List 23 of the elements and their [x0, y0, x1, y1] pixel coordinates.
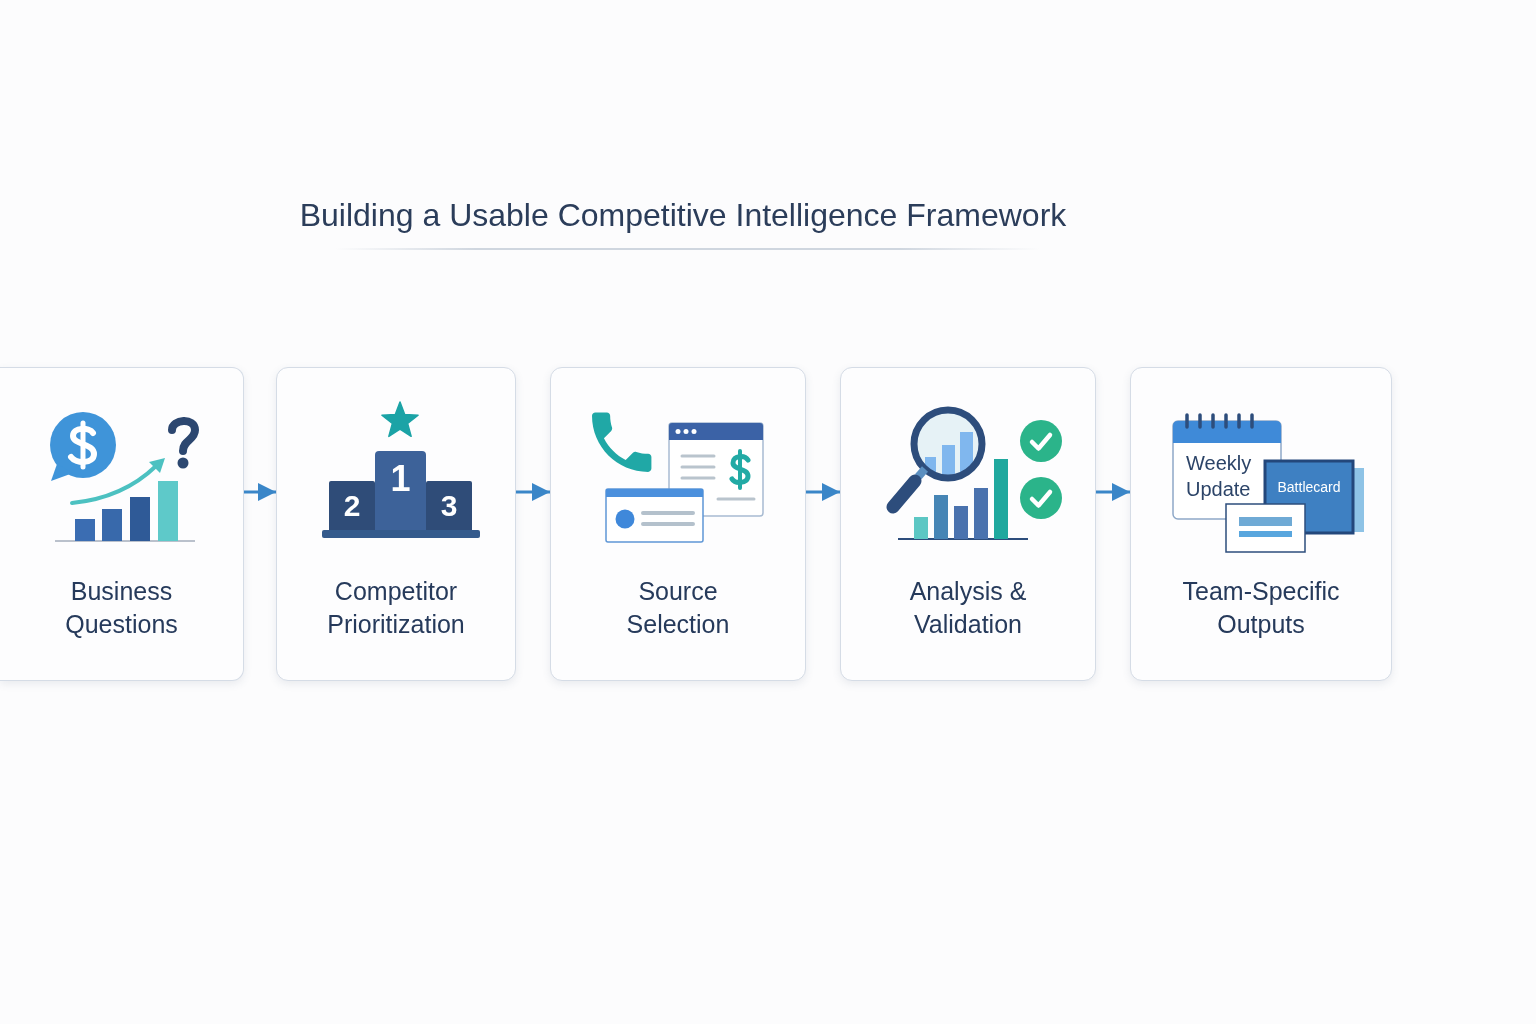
- step-label: Source Selection: [626, 576, 730, 640]
- podium-block: [375, 451, 426, 531]
- step-card: [1130, 367, 1392, 681]
- arrow: [806, 483, 840, 501]
- podium-block: [426, 481, 472, 531]
- step-card: [0, 367, 244, 681]
- arrow: [516, 483, 550, 501]
- diagram-title: Building a Usable Competitive Intelligence Framework: [299, 196, 1067, 234]
- step-card: [550, 367, 806, 681]
- rank-number: 1: [390, 461, 411, 497]
- rank-number: 2: [343, 491, 361, 521]
- podium-block: [329, 481, 375, 531]
- rank-number: 3: [440, 491, 458, 521]
- step-card: [276, 367, 516, 681]
- step-label: Competitor Prioritization: [326, 576, 466, 640]
- card-title: Battlecard: [1277, 478, 1341, 496]
- step-label: Business Questions: [64, 576, 179, 640]
- arrow: [1096, 483, 1130, 501]
- calendar-label: Weekly Update: [1186, 451, 1253, 502]
- step-card: [840, 367, 1096, 681]
- step-label: Analysis & Validation: [909, 576, 1027, 640]
- step-label: Team-Specific Outputs: [1182, 576, 1340, 640]
- arrow: [244, 483, 276, 501]
